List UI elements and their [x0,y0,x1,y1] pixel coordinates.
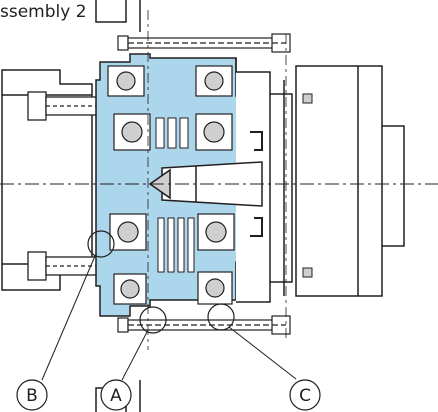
callout-c: C [289,379,321,411]
detail-circle-c [207,303,235,331]
bearing-upper-right [195,65,233,97]
leader-line-a [121,331,148,381]
callout-b-label: B [26,386,38,406]
internal-slots [155,117,195,273]
shaft-seals [250,131,263,237]
left-flange [1,69,93,291]
bearing-mid-left-bottom [109,213,147,251]
detail-circle-b [87,230,115,258]
diagram-title: ssembly 2 [0,2,87,22]
callout-a: A [100,379,132,411]
bearing-lower-left [113,273,147,305]
leader-line-b [41,255,96,381]
bearing-upper-left [107,65,145,97]
bearing-mid-right-top [195,113,233,151]
bearing-mid-right-bottom [197,213,235,251]
bottom-tie-bolt [117,315,291,335]
detail-circle-a [139,306,167,334]
callout-a-label: A [110,386,122,406]
motor-block [295,65,405,297]
bearing-mid-left-top [113,113,151,151]
callout-b: B [16,379,48,411]
right-housing [235,58,293,303]
top-bracket [95,0,141,32]
leader-line-c [228,326,297,380]
callout-c-label: C [299,386,311,406]
fastener-marks [302,93,313,278]
top-tie-bolt [117,33,291,53]
bearing-lower-right [197,271,233,305]
